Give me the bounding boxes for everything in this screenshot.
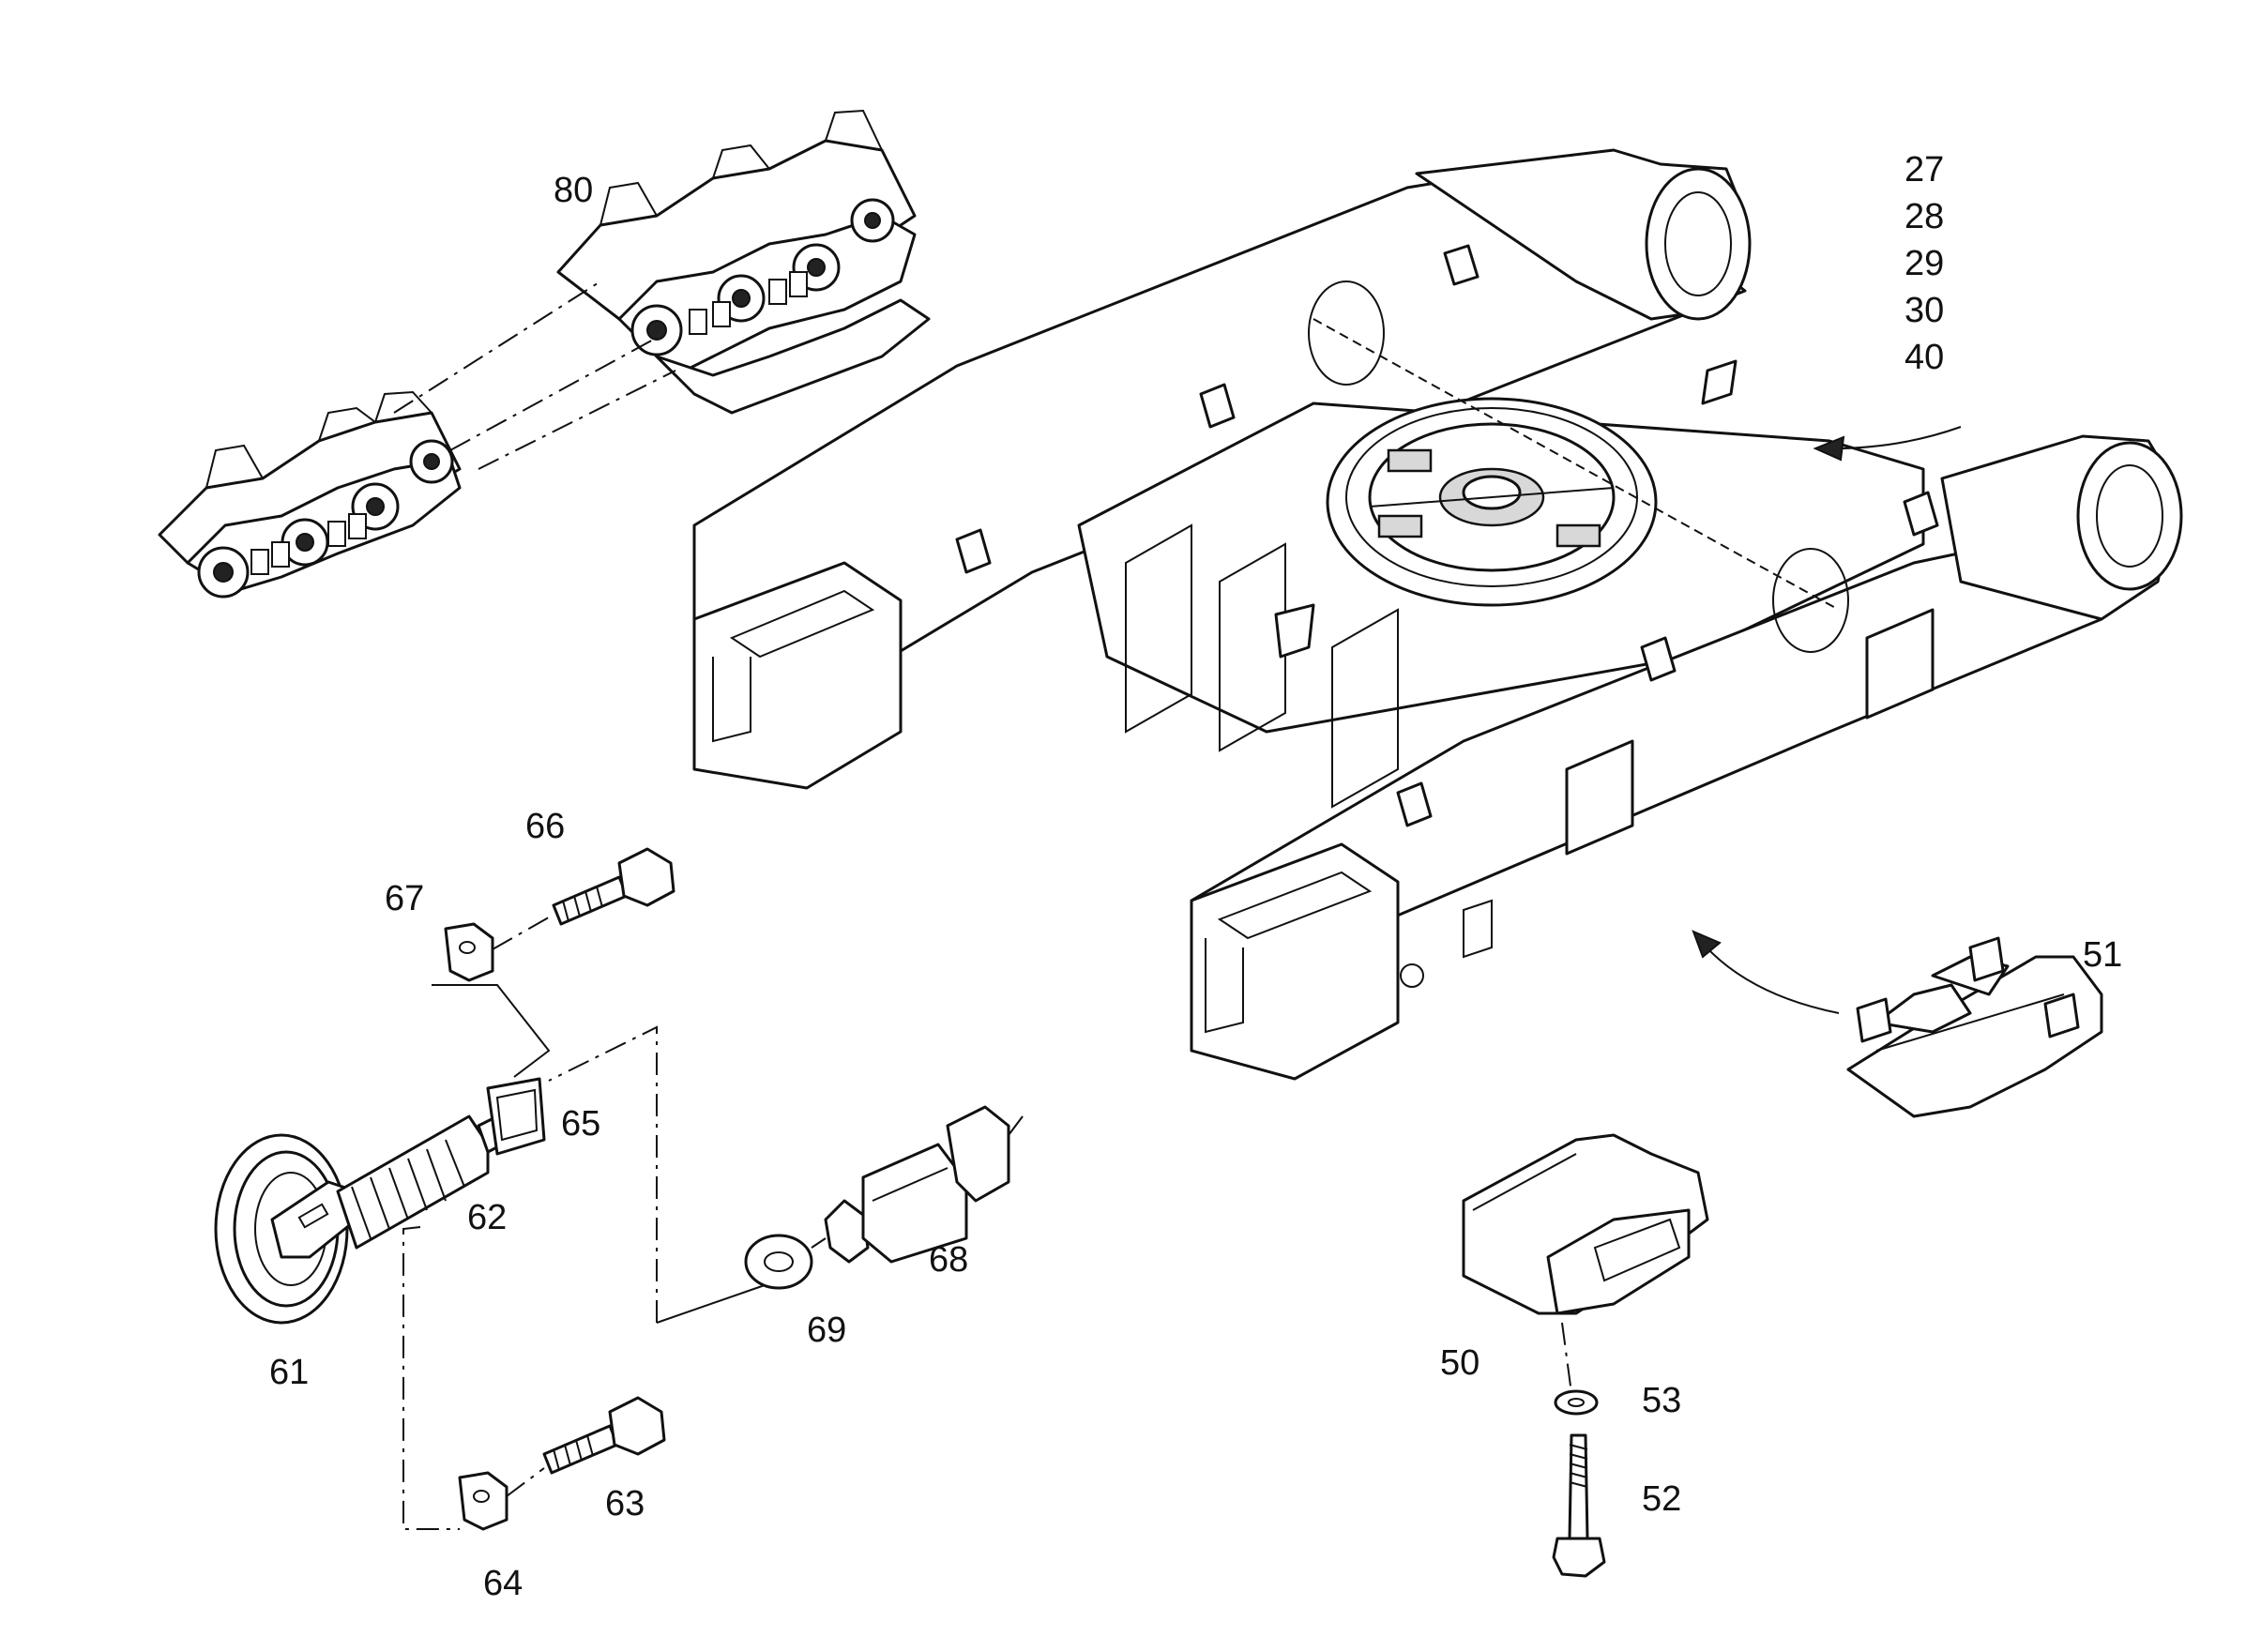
- label-51: 51: [2083, 935, 2122, 975]
- track-chain-upper: [556, 109, 931, 415]
- label-65: 65: [561, 1104, 600, 1144]
- label-53: 53: [1642, 1381, 1681, 1420]
- swing-ring: [1326, 397, 1658, 607]
- label-80: 80: [554, 171, 593, 210]
- washer-67: [444, 922, 494, 982]
- washer-53: [1554, 1389, 1599, 1416]
- track-chain: [158, 109, 931, 599]
- label-66: 66: [525, 807, 565, 846]
- label-28: 28: [1904, 197, 1944, 236]
- roller-guard: [1462, 1133, 1709, 1315]
- track-chain-lower: [158, 390, 462, 599]
- label-52: 52: [1642, 1479, 1681, 1519]
- label-67: 67: [385, 879, 424, 918]
- bolt-66: [552, 847, 675, 926]
- label-29: 29: [1904, 244, 1944, 283]
- label-30: 30: [1904, 291, 1944, 330]
- idler-assembly: [214, 1077, 546, 1325]
- bolt-63: [542, 1396, 666, 1475]
- label-50: 50: [1440, 1343, 1480, 1383]
- label-63: 63: [605, 1484, 645, 1523]
- undercarriage-frame: [692, 148, 2183, 1081]
- part-labels: 80 27 28 29 30 40 51 66 67 65 62 61 68 6…: [269, 150, 2122, 1603]
- label-64: 64: [483, 1564, 523, 1603]
- washer-64: [458, 1471, 508, 1531]
- label-68: 68: [929, 1240, 968, 1280]
- label-40: 40: [1904, 338, 1944, 377]
- label-61: 61: [269, 1353, 309, 1392]
- bolt-52: [1552, 1433, 1606, 1578]
- washer-69: [744, 1234, 813, 1290]
- track-guard: [1846, 936, 2103, 1118]
- grease-cylinder: [824, 1105, 1024, 1264]
- label-27: 27: [1904, 150, 1944, 189]
- label-69: 69: [807, 1311, 846, 1350]
- label-62: 62: [467, 1198, 507, 1237]
